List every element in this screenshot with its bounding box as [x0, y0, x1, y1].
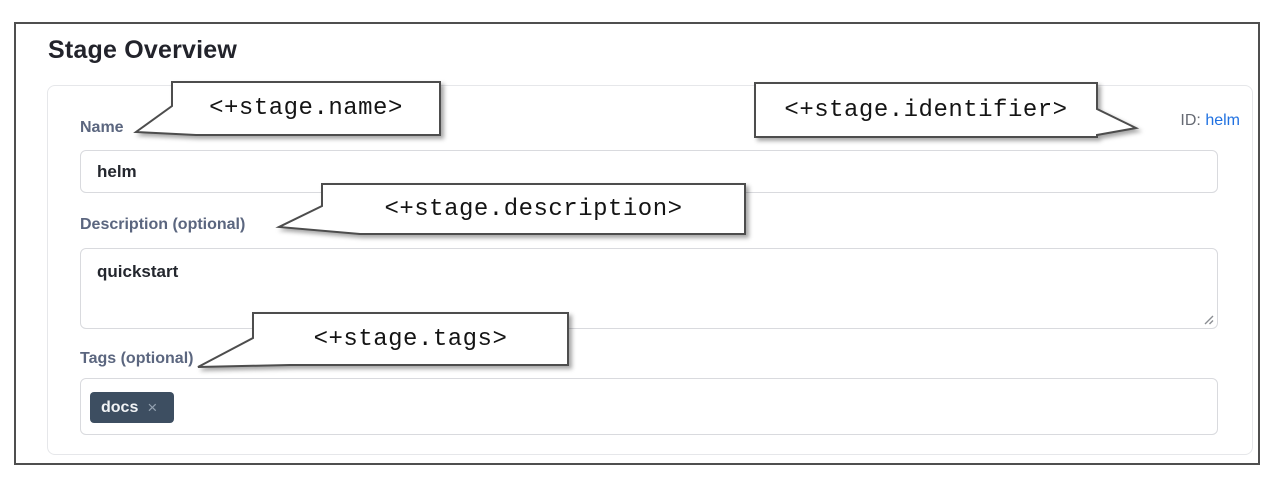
tag-chip-label: docs	[101, 398, 139, 416]
panel-title: Stage Overview	[48, 36, 238, 64]
stage-id: ID: helm	[940, 112, 1240, 130]
remove-tag-icon[interactable]: ×	[147, 398, 158, 417]
callout-stage-tags-expression: <+stage.tags>	[313, 325, 508, 353]
tags-label: Tags (optional)	[80, 350, 194, 367]
stage-id-label: ID:	[1180, 112, 1201, 129]
callout-stage-identifier-expression: <+stage.identifier>	[784, 96, 1068, 124]
callout-stage-name-expression: <+stage.name>	[209, 95, 403, 122]
name-label: Name	[80, 119, 124, 136]
description-label: Description (optional)	[80, 216, 246, 233]
tag-chip: docs ×	[90, 392, 174, 423]
description-field: quickstart	[80, 248, 1218, 329]
tags-input[interactable]: docs ×	[80, 378, 1218, 435]
description-textarea[interactable]: quickstart	[80, 248, 1218, 329]
resize-handle-icon[interactable]	[1203, 314, 1214, 325]
callout-stage-description-expression: <+stage.description>	[384, 195, 683, 223]
stage-id-value: helm	[1205, 112, 1240, 129]
